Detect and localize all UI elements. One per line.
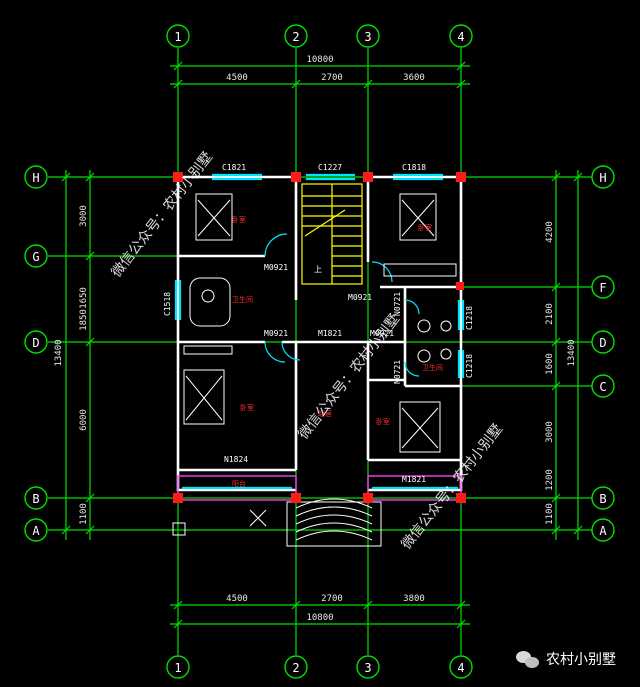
dim-right-total: 13400: [567, 339, 577, 366]
axis-label-bottom-1: 1: [174, 661, 181, 675]
axis-label-bottom-4: 4: [457, 661, 464, 675]
axis-label-left-H: H: [32, 171, 39, 185]
axis-label-right-D: D: [599, 336, 606, 350]
dim-bottom-part-1: 4500: [226, 594, 248, 604]
label-window-right-2: C1218: [465, 354, 474, 378]
label-door-n0721-a: N0721: [393, 292, 402, 316]
room-balcony: 阳台: [232, 479, 246, 488]
dim-left-part-3: 1850: [79, 309, 89, 331]
axis-bubbles: [24, 24, 615, 679]
room-bath-left: 卫生间: [232, 295, 253, 304]
bed-bottom-right: [399, 401, 441, 453]
dim-left-part-4: 6000: [79, 409, 89, 431]
axis-label-left-A: A: [32, 524, 40, 538]
brand-badge: 农村小别墅: [516, 649, 616, 669]
label-door-m0921-a: M0921: [264, 263, 288, 272]
dim-right-part-5: 1200: [545, 469, 555, 491]
element-labels: C1821 C1227 C1818 C1518 C1218 C1218 M092…: [163, 163, 474, 484]
room-bedroom-top-right: 卧室: [418, 223, 432, 232]
axis-label-top-1: 1: [174, 30, 181, 44]
grid-lines: [48, 48, 592, 655]
dim-top-part-2: 2700: [321, 73, 343, 83]
windows: [174, 173, 465, 490]
label-window-top-mid: C1227: [318, 163, 342, 172]
label-window-right-1: C1218: [465, 306, 474, 330]
room-bedroom-top-left: 卧室: [232, 215, 246, 224]
label-stair-up: 上: [314, 265, 322, 274]
watermarks: 微信公众号：农村小别墅 微信公众号：农村小别墅 微信公众号：农村小别墅: [109, 149, 506, 552]
dim-bottom-total: 10800: [306, 613, 333, 623]
label-window-top-left: C1821: [222, 163, 246, 172]
balcony-rail: [177, 475, 462, 501]
room-bedroom-bottom-right: 卧室: [376, 417, 390, 426]
dim-bottom-part-3: 3800: [403, 594, 425, 604]
dim-right-part-4: 3000: [545, 421, 555, 443]
axis-label-left-B: B: [32, 492, 39, 506]
axis-label-right-B: B: [599, 492, 606, 506]
columns: [173, 172, 466, 503]
dim-left-total: 13400: [54, 339, 64, 366]
dimension-texts: 10800 4500 2700 3600 4500 2700 3800 1080…: [54, 55, 577, 623]
label-door-m0921-d: M0921: [370, 329, 394, 338]
bathtub-left: [189, 277, 231, 327]
axis-label-left-D: D: [32, 336, 39, 350]
label-door-m1821-b: M1821: [402, 475, 426, 484]
axis-label-top-3: 3: [364, 30, 371, 44]
dim-right-part-2: 2100: [545, 303, 555, 325]
label-door-n1824: N1824: [224, 455, 248, 464]
dim-right-part-3: 1600: [545, 353, 555, 375]
bed-top-right: [399, 193, 437, 241]
axis-labels: 1 2 3 4 1 2 3 4 H G D B A H F D C B A: [32, 30, 607, 675]
axis-label-bottom-3: 3: [364, 661, 371, 675]
label-window-left: C1518: [163, 292, 172, 316]
watermark-1: 微信公众号：农村小别墅: [109, 149, 216, 280]
axis-label-right-C: C: [599, 380, 606, 394]
dim-top-part-1: 4500: [226, 73, 248, 83]
dim-right-part-6: 1100: [545, 503, 555, 525]
bed-top-left: [195, 193, 233, 241]
axis-label-right-H: H: [599, 171, 606, 185]
axis-label-bottom-2: 2: [292, 661, 299, 675]
wechat-icon: [516, 649, 540, 669]
staircase: [301, 183, 363, 285]
door-swings: [264, 233, 420, 377]
room-hall: 起居: [318, 410, 332, 418]
brand-name: 农村小别墅: [546, 652, 616, 668]
bed-bottom-left: [183, 369, 225, 425]
axis-label-right-F: F: [599, 281, 606, 295]
axis-label-top-2: 2: [292, 30, 299, 44]
label-door-m0921-c: M0921: [348, 293, 372, 302]
dim-left-part-2: 1650: [79, 287, 89, 309]
axis-label-left-G: G: [32, 250, 39, 264]
label-door-n0721-b: N0721: [393, 360, 402, 384]
dim-top-part-3: 3600: [403, 73, 425, 83]
dim-right-part-1: 4200: [545, 221, 555, 243]
watermark-3: 微信公众号：农村小别墅: [399, 421, 506, 552]
label-door-m1821: M1821: [318, 329, 342, 338]
entrance-steps: [286, 498, 382, 547]
axis-label-right-A: A: [599, 524, 607, 538]
dim-left-part-1: 3000: [79, 205, 89, 227]
room-bedroom-bottom-left: 卧室: [240, 403, 254, 412]
dim-top-total: 10800: [306, 55, 333, 65]
label-door-m0921-b: M0921: [264, 329, 288, 338]
dim-left-part-5: 1100: [79, 503, 89, 525]
toilet-right: [417, 319, 431, 333]
furniture: [183, 193, 457, 453]
room-labels: 卧室 卧室 卫生间 卧室 起居 卧室 卫生间 阳台: [232, 215, 443, 488]
label-window-top-right: C1818: [402, 163, 426, 172]
axis-label-top-4: 4: [457, 30, 464, 44]
dim-bottom-part-2: 2700: [321, 594, 343, 604]
room-bath-right: 卫生间: [422, 363, 443, 372]
